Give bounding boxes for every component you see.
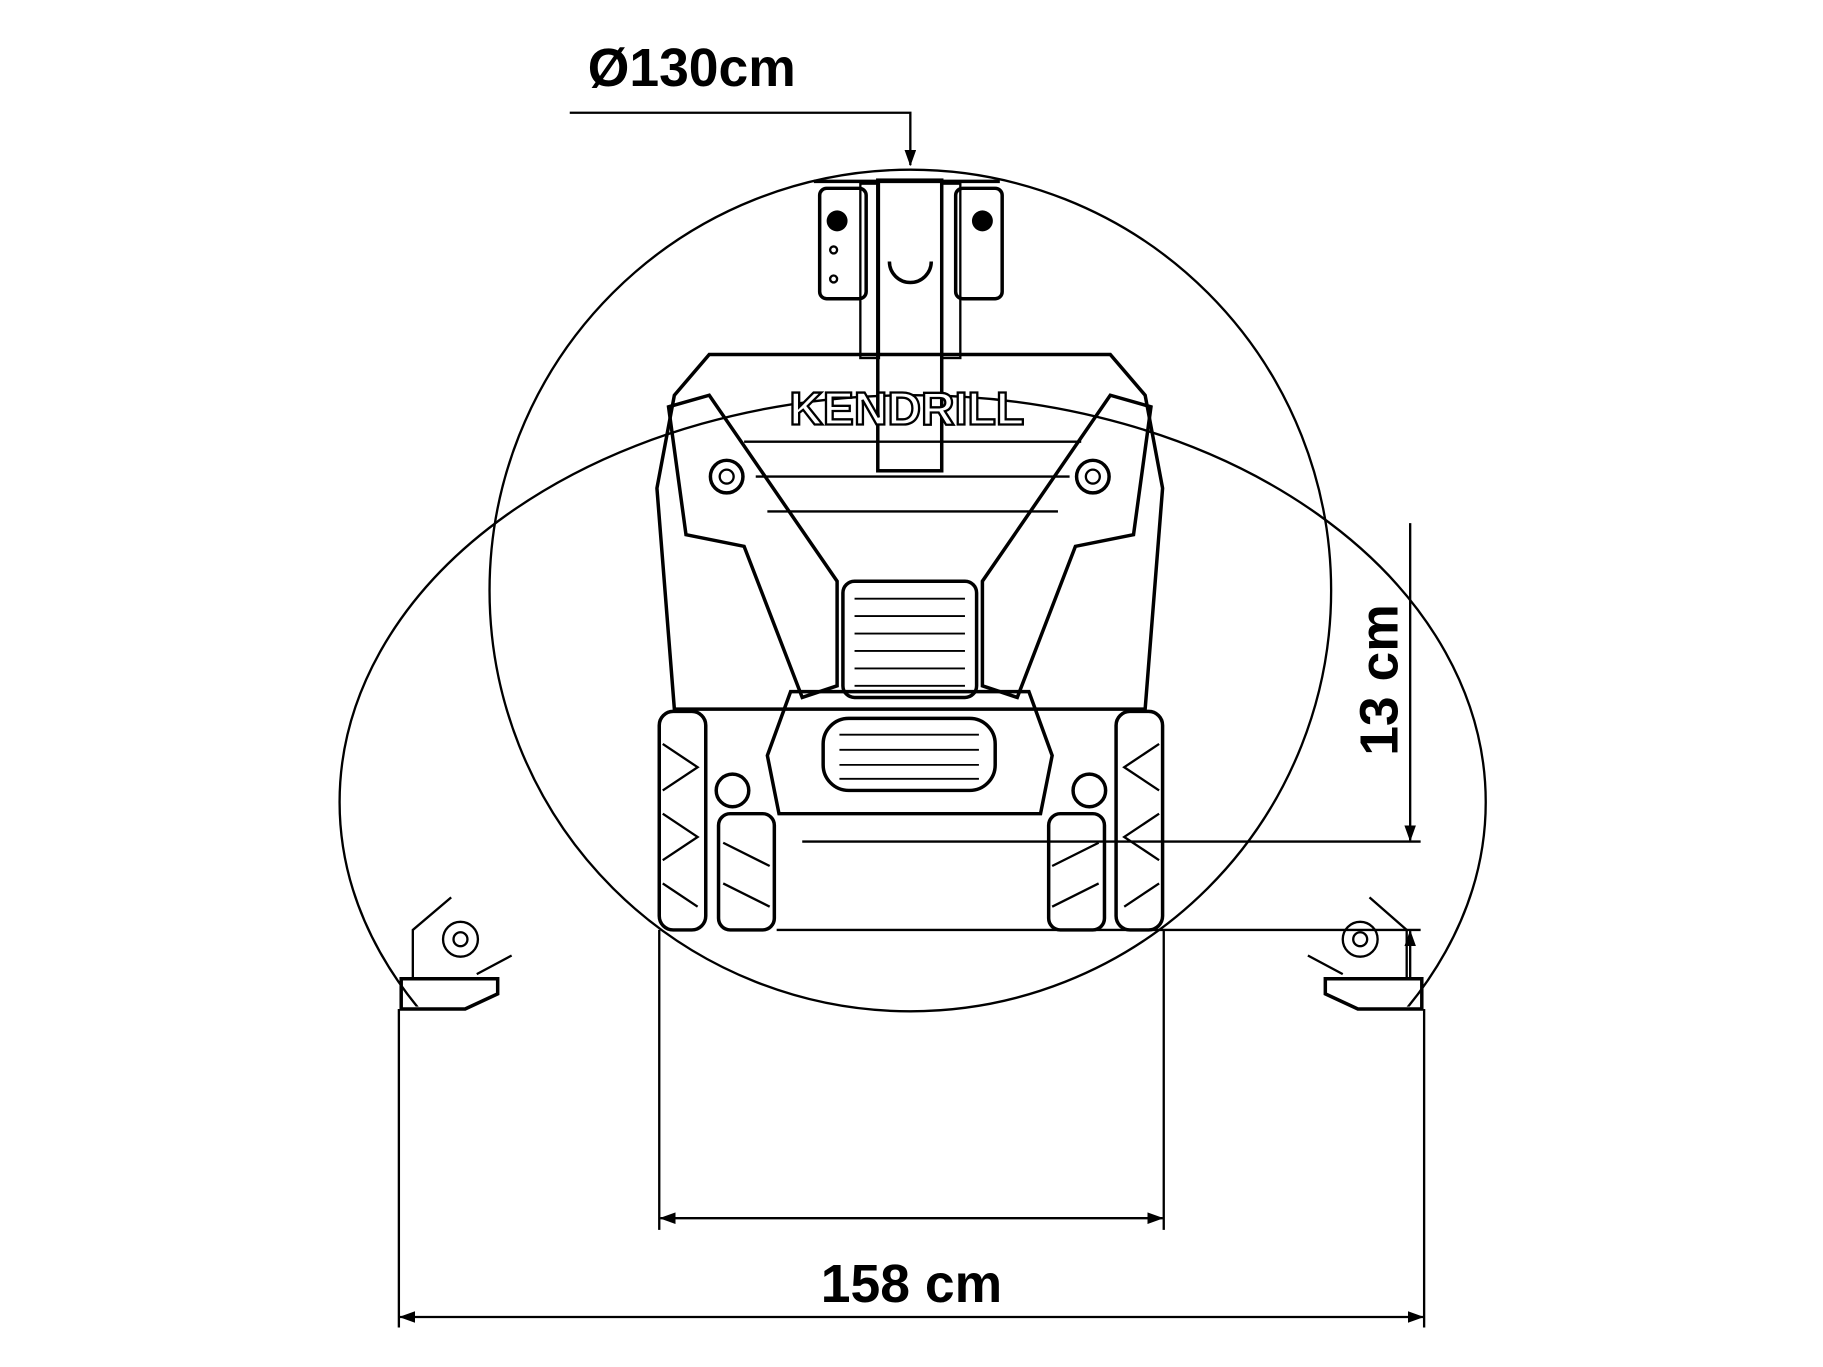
brand-logo: KENDRILL xyxy=(789,382,1024,434)
machine-front-view: KENDRILL xyxy=(399,178,1424,1011)
outer-swing-envelope xyxy=(338,394,1487,1007)
turning-circle xyxy=(488,168,1333,1013)
diameter-dimension: Ø130cm xyxy=(569,39,917,167)
diameter-label: Ø130cm xyxy=(588,39,796,98)
width-dimension: 158 cm xyxy=(397,929,1426,1328)
clearance-dimension: 13 cm xyxy=(776,523,1421,979)
width-label: 158 cm xyxy=(821,1255,1002,1314)
clearance-label: 13 cm xyxy=(1350,604,1409,756)
